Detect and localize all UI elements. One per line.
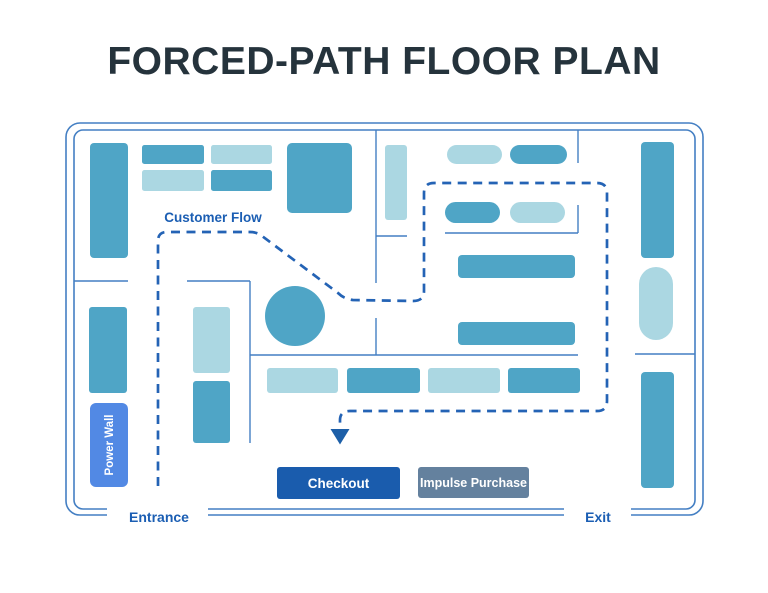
fixture-round-display: [265, 286, 325, 346]
fixture-shelf-row-4: [508, 368, 580, 393]
fixture-shelf-centerleft-bottom: [193, 381, 230, 443]
impulse-purchase-box: [418, 467, 529, 498]
fixture-bar-lower: [458, 322, 575, 345]
exit-door-gap: [564, 500, 631, 519]
fixture-pill-top-right: [510, 145, 567, 164]
customer-flow-path: [156, 181, 609, 486]
power-wall-label: Power Wall: [104, 415, 116, 476]
checkout-box: [277, 467, 400, 499]
store-outer-wall: [65, 122, 704, 516]
power-wall: Power Wall: [90, 403, 128, 487]
checkout-zone: Checkout: [277, 467, 400, 499]
fixture-shelf-topleft-c: [142, 170, 204, 191]
interior-walls: [74, 130, 695, 443]
fixture-pill-mid-left: [445, 202, 500, 223]
fixture-pill-mid-right: [510, 202, 565, 223]
fixture-shelf-topcenter: [385, 145, 407, 220]
exit-label: Exit: [585, 509, 611, 525]
fixture-shelf-right-bottom: [641, 372, 674, 488]
fixture-shelf-left-middle: [89, 307, 127, 393]
customer-flow-label: Customer Flow: [164, 210, 262, 225]
fixture-shelf-right-top: [641, 142, 674, 258]
fixture-shelf-row-1: [267, 368, 338, 393]
customer-flow-route: Customer Flow: [156, 181, 609, 486]
store-outline: [65, 122, 704, 519]
fixture-shelf-row-2: [347, 368, 420, 393]
fixture-island-square: [287, 143, 352, 213]
fixture-shelf-topleft-a: [142, 145, 204, 164]
fixture-bar-upper: [458, 255, 575, 278]
fixture-shelf-left-top: [90, 143, 128, 258]
fixture-shelf-topleft-b: [211, 145, 272, 164]
fixture-pill-top-left: [447, 145, 502, 164]
entrance-door-gap: [107, 500, 208, 519]
impulse-purchase-label: Impulse Purchase: [420, 476, 527, 490]
page-title: FORCED-PATH FLOOR PLAN: [107, 40, 660, 83]
fixture-shelf-centerleft-top: [193, 307, 230, 373]
fixture-capsule-right: [639, 267, 673, 340]
fixture-shelf-topleft-d: [211, 170, 272, 191]
entrance-label: Entrance: [129, 509, 189, 525]
flow-arrow-icon: [330, 429, 350, 445]
store-inner-wall: [73, 129, 696, 510]
power-wall-box: [90, 403, 128, 487]
checkout-label: Checkout: [308, 476, 370, 491]
impulse-purchase-zone: Impulse Purchase: [418, 467, 529, 498]
fixture-shelf-row-3: [428, 368, 500, 393]
fixtures: [89, 142, 674, 488]
